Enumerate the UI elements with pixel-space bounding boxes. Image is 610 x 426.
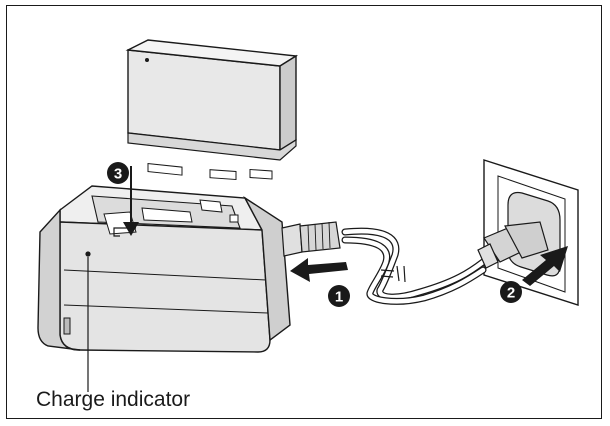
step-1-number: 1: [335, 289, 343, 306]
step-3-number: 3: [114, 166, 122, 183]
step-2-badge: 2: [500, 281, 522, 303]
step-3-badge: 3: [107, 162, 129, 184]
step-1-badge: 1: [328, 285, 350, 307]
charge-indicator-lamp: [85, 251, 90, 256]
step-1-arrow: [290, 258, 348, 282]
charge-indicator-label: Charge indicator: [36, 389, 190, 410]
cord-connector: [282, 222, 340, 256]
charger-body: [38, 186, 290, 352]
power-cord: [345, 231, 483, 301]
battery-pack: [128, 40, 296, 180]
step-2-number: 2: [507, 285, 515, 302]
